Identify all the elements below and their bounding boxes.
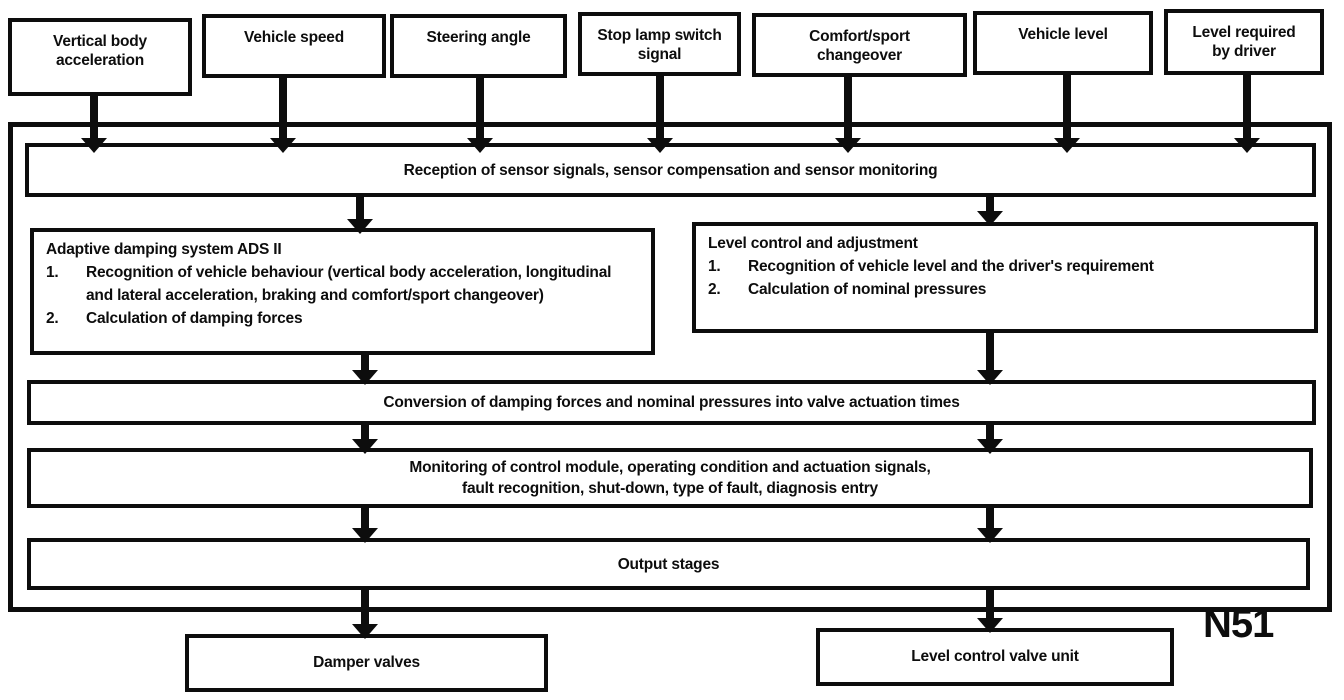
arrow-down-icon xyxy=(81,93,107,153)
output-label: Damper valves xyxy=(313,654,420,671)
conversion-box: Conversion of damping forces and nominal… xyxy=(27,380,1316,425)
adaptive-damping-box: Adaptive damping system ADS II 1. Recogn… xyxy=(30,228,655,355)
input-label: Comfort/sport changeover xyxy=(809,28,910,64)
list-item: 1. Recognition of vehicle behaviour (ver… xyxy=(46,264,612,304)
arrow-down-icon xyxy=(347,197,373,234)
arrow-down-icon xyxy=(352,424,378,454)
arrow-down-icon xyxy=(352,507,378,543)
arrow-down-icon xyxy=(977,507,1003,543)
input-label: Vertical body acceleration xyxy=(53,33,147,69)
output-box-level-control-valve-unit: Level control valve unit xyxy=(816,628,1174,686)
arrow-down-icon xyxy=(835,75,861,153)
input-box-vertical-body-acceleration: Vertical body acceleration xyxy=(8,18,192,96)
reception-label: Reception of sensor signals, sensor comp… xyxy=(403,161,938,179)
arrow-down-icon xyxy=(1054,73,1080,153)
arrow-down-icon xyxy=(977,589,1003,633)
output-stages-box: Output stages xyxy=(27,538,1310,590)
input-box-steering-angle: Steering angle xyxy=(390,14,567,78)
arrow-down-icon xyxy=(352,354,378,385)
arrow-down-icon xyxy=(977,332,1003,385)
arrow-down-icon xyxy=(977,197,1003,226)
arrow-down-icon xyxy=(352,589,378,639)
arrow-down-icon xyxy=(467,76,493,153)
input-box-vehicle-level: Vehicle level xyxy=(973,11,1153,75)
input-label: Steering angle xyxy=(426,29,531,46)
monitoring-box: Monitoring of control module, operating … xyxy=(27,448,1313,508)
output-box-damper-valves: Damper valves xyxy=(185,634,548,692)
output-label: Level control valve unit xyxy=(911,648,1079,665)
input-label: Vehicle speed xyxy=(244,29,344,46)
list-item: 2. Calculation of damping forces xyxy=(46,310,303,327)
input-box-comfort-sport-changeover: Comfort/sport changeover xyxy=(752,13,967,77)
input-box-stop-lamp-switch-signal: Stop lamp switch signal xyxy=(578,12,741,76)
arrow-down-icon xyxy=(977,424,1003,454)
output-stages-label: Output stages xyxy=(617,555,720,573)
monitoring-line2: fault recognition, shut-down, type of fa… xyxy=(462,480,878,497)
module-id-label: N51 xyxy=(1203,602,1274,646)
level-control-box: Level control and adjustment 1. Recognit… xyxy=(692,222,1318,333)
monitoring-line1: Monitoring of control module, operating … xyxy=(409,459,931,476)
input-label: Vehicle level xyxy=(1018,26,1108,43)
input-label: Level required by driver xyxy=(1192,24,1296,60)
input-box-vehicle-speed: Vehicle speed xyxy=(202,14,386,78)
conversion-label: Conversion of damping forces and nominal… xyxy=(383,394,960,411)
control-module-frame xyxy=(8,122,1332,612)
level-control-title: Level control and adjustment xyxy=(708,235,918,252)
input-label: Stop lamp switch signal xyxy=(597,27,722,63)
input-box-level-required-by-driver: Level required by driver xyxy=(1164,9,1324,75)
adaptive-damping-title: Adaptive damping system ADS II xyxy=(46,241,282,258)
arrow-down-icon xyxy=(1234,73,1260,153)
list-item: 1. Recognition of vehicle level and the … xyxy=(708,258,1154,275)
arrow-down-icon xyxy=(647,74,673,153)
list-item: 2. Calculation of nominal pressures xyxy=(708,281,987,298)
arrow-down-icon xyxy=(270,76,296,153)
